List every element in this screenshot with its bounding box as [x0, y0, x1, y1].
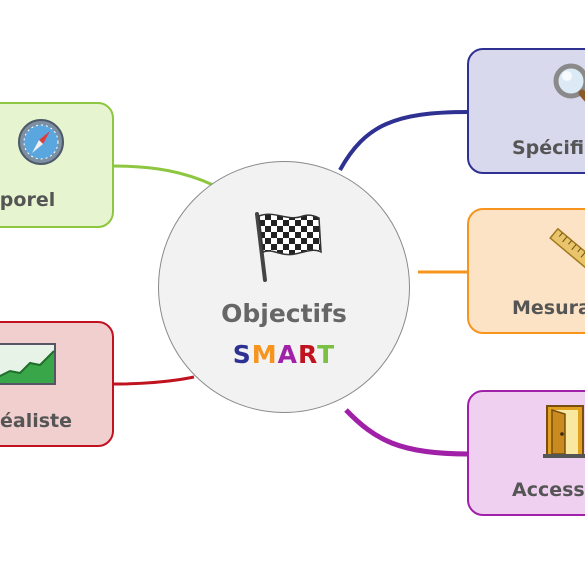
label-temporel: mporel [0, 189, 56, 211]
acronym-letter-a: A [277, 340, 299, 369]
label-specifique: Spécifi [512, 137, 585, 159]
label-accessible: Access [512, 479, 585, 501]
ruler-pencil-icon [549, 227, 585, 269]
center-node[interactable]: Objectifs SMART [158, 161, 410, 413]
connector-realiste [112, 375, 195, 386]
magnifier-icon [553, 63, 585, 102]
label-mesurable: Mesura [512, 297, 585, 319]
growth-chart-icon [0, 343, 56, 385]
connector-temporel [112, 164, 214, 187]
node-specifique[interactable]: Spécifi [467, 48, 585, 174]
checkered-flag-icon [255, 212, 322, 282]
node-realiste[interactable]: éaliste [0, 321, 114, 447]
acronym-letter-s: S [232, 340, 252, 369]
acronym-letter-t: T [317, 340, 336, 369]
node-temporel[interactable]: mporel [0, 102, 114, 228]
label-realiste: éaliste [0, 410, 73, 432]
open-door-icon [543, 405, 585, 458]
center-acronym: SMART [159, 340, 409, 369]
node-accessible[interactable]: Access [467, 390, 585, 516]
node-mesurable[interactable]: Mesura [467, 208, 585, 334]
acronym-letter-m: M [251, 340, 278, 369]
acronym-letter-r: R [298, 340, 318, 369]
connector-accessible [344, 408, 469, 457]
connector-specifique [338, 110, 469, 171]
center-title: Objectifs [221, 299, 347, 328]
compass-icon [18, 119, 64, 165]
